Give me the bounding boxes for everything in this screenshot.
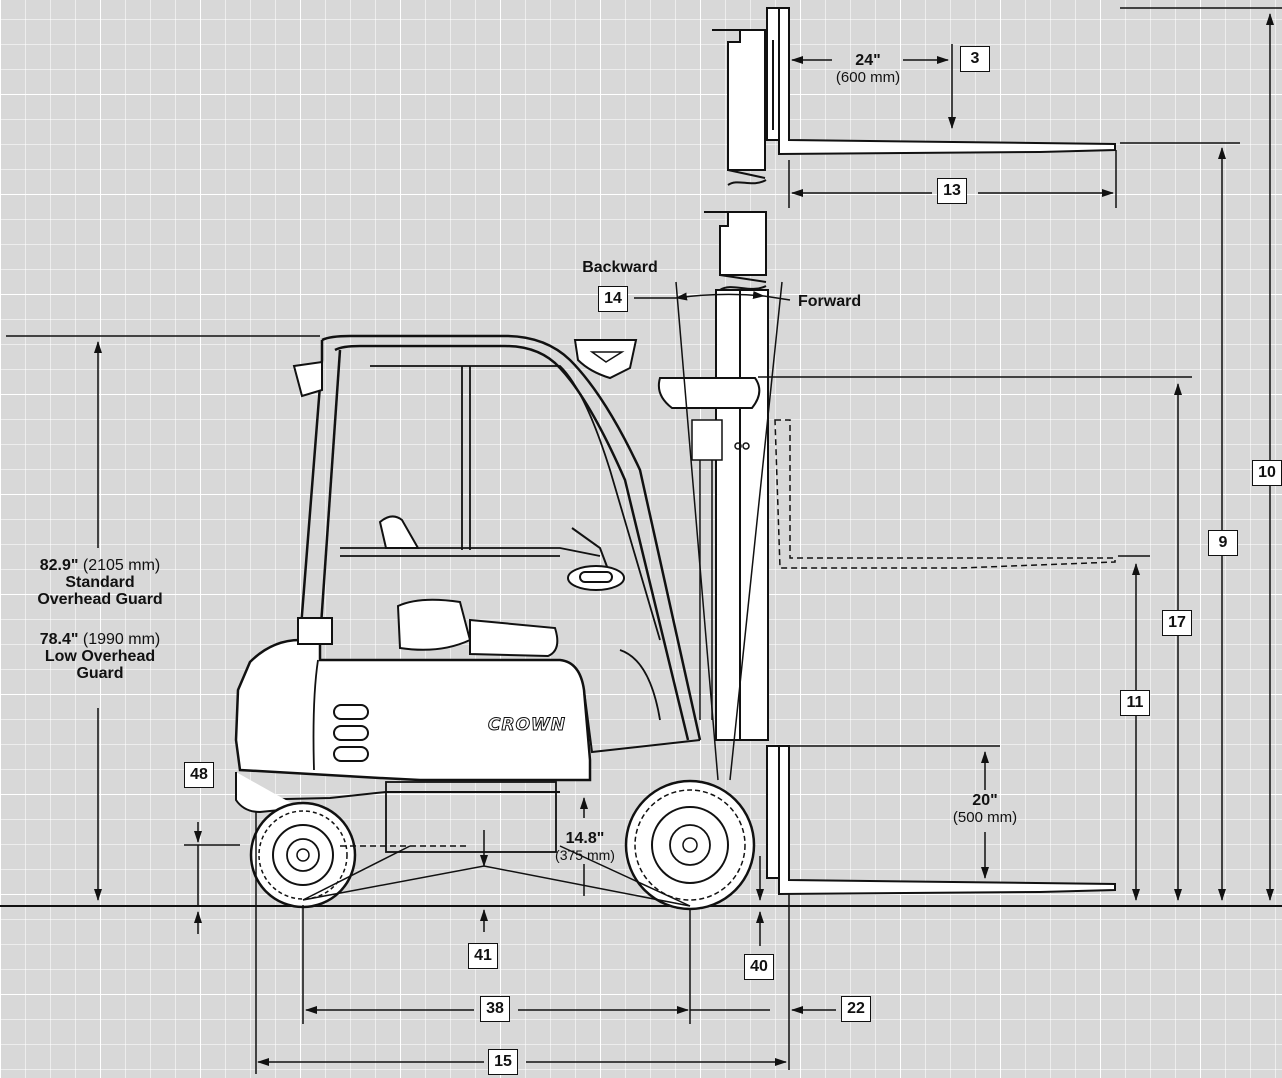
dim-box-17: 17 (1162, 610, 1192, 636)
rear-light (292, 360, 323, 398)
dim-box-15: 15 (488, 1049, 518, 1075)
low-guard-value: 78.4" (39, 631, 79, 648)
dim-box-11: 11 (1120, 690, 1150, 716)
dim-box-38: 38 (480, 996, 510, 1022)
body-vents (333, 704, 369, 762)
low-guard-label: 78.4" (1990 mm) Low Overhead Guard (20, 631, 180, 682)
brand-logo: CROWN (488, 715, 566, 735)
dim-box-10: 10 (1252, 460, 1282, 486)
front-wheel (624, 779, 756, 911)
backward-label: Backward (582, 259, 658, 276)
low-guard-metric: (1990 mm) (82, 631, 161, 648)
step-height-metric: (375 mm) (555, 847, 615, 863)
dim-box-41: 41 (468, 943, 498, 969)
std-guard-line2: Overhead Guard (37, 591, 163, 608)
std-guard-line1: Standard (65, 574, 135, 591)
dim-box-48: 48 (184, 762, 214, 788)
guard-post-clamp (297, 617, 333, 645)
low-guard-line2: Guard (76, 665, 124, 682)
operator-seat (378, 515, 559, 658)
rear-wheel (249, 801, 357, 909)
step-height-value: 14.8" (565, 830, 605, 847)
cab-window (340, 365, 661, 641)
hydraulic-cylinder (691, 419, 750, 720)
side-panel (385, 781, 557, 853)
dimension-lines (6, 7, 1282, 1074)
mast (704, 29, 769, 741)
overhead-guard (298, 334, 702, 741)
dim-box-13: 13 (937, 178, 967, 204)
fork-lower (778, 745, 1116, 896)
dim-box-14: 14 (598, 286, 628, 312)
steering (567, 527, 625, 591)
forward-label: Forward (798, 293, 862, 310)
load-center-metric: (600 mm) (835, 69, 901, 86)
free-lift-value: 20" (972, 792, 998, 809)
load-center-label: 24" (600 mm) (832, 52, 904, 86)
free-lift-metric: (500 mm) (952, 809, 1018, 826)
mast-light (657, 377, 761, 409)
dim-box-9: 9 (1208, 530, 1238, 556)
step-height-label: 14.8" (375 mm) (548, 830, 622, 864)
counterweight (234, 638, 592, 782)
dim-box-40: 40 (744, 954, 774, 980)
carriage-lower (766, 745, 780, 879)
free-lift-label: 20" (500 mm) (938, 792, 1032, 826)
std-guard-value: 82.9" (39, 557, 79, 574)
rear-lower-body (235, 772, 301, 814)
dim-box-3: 3 (960, 46, 990, 72)
low-guard-line1: Low Overhead (44, 648, 156, 665)
load-center-value: 24" (855, 52, 881, 69)
standard-guard-label: 82.9" (2105 mm) Standard Overhead Guard (20, 557, 180, 608)
fork-dashed (774, 419, 1116, 569)
carriage-top (766, 7, 780, 141)
dim-box-22: 22 (841, 996, 871, 1022)
fork-upper (778, 7, 1116, 156)
std-guard-metric: (2105 mm) (82, 557, 161, 574)
